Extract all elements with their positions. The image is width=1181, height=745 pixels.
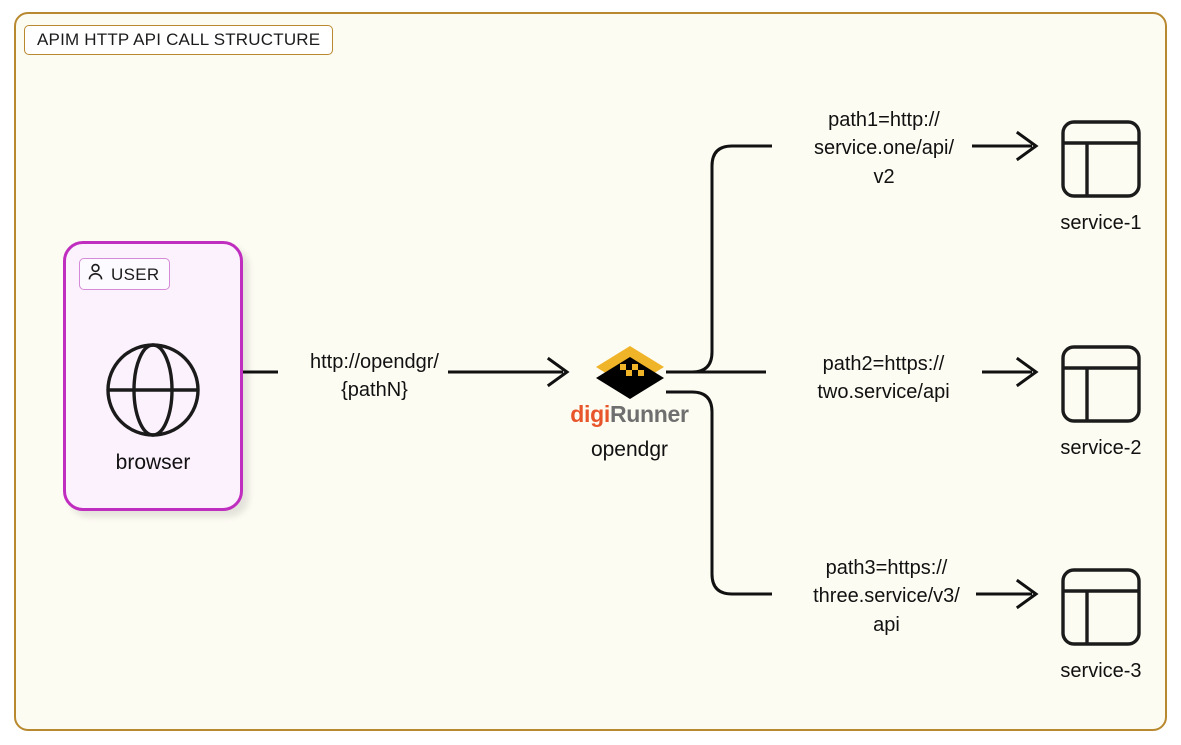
service-caption-1: service-1 bbox=[1060, 212, 1142, 234]
user-badge-label: USER bbox=[111, 264, 160, 284]
digirunner-logo-icon bbox=[552, 344, 707, 405]
service-caption-2: service-2 bbox=[1060, 437, 1142, 459]
edge-label-path3: path3=https:// three.service/v3/ api bbox=[813, 557, 960, 636]
service-node-3[interactable]: service-3 bbox=[1026, 567, 1176, 683]
user-browser-card[interactable]: USER browser bbox=[63, 241, 243, 511]
browser-caption: browser bbox=[115, 451, 191, 474]
gateway-caption: opendgr bbox=[590, 438, 669, 461]
globe-icon bbox=[104, 343, 202, 443]
service-layout-icon bbox=[1060, 120, 1142, 203]
user-badge: USER bbox=[79, 258, 171, 290]
browser-node: browser bbox=[66, 341, 240, 475]
diagram-frame: APIM HTTP API CALL STRUCTURE USER bbox=[14, 12, 1167, 731]
edge-label-main: http://opendgr/ {pathN} bbox=[310, 351, 439, 402]
service-caption-3: service-3 bbox=[1060, 660, 1142, 682]
gateway-node[interactable]: digiRunner opendgr bbox=[552, 344, 707, 462]
person-icon bbox=[87, 263, 104, 285]
edge-gateway-to-service-1 bbox=[666, 144, 772, 374]
gateway-wordmark: digiRunner bbox=[552, 403, 707, 426]
edge-label-path1: path1=http:// service.one/api/ v2 bbox=[813, 109, 955, 188]
diagram-title: APIM HTTP API CALL STRUCTURE bbox=[24, 25, 334, 55]
service-layout-icon bbox=[1060, 345, 1142, 428]
service-node-2[interactable]: service-2 bbox=[1026, 344, 1176, 460]
service-node-1[interactable]: service-1 bbox=[1026, 119, 1176, 235]
gateway-wordmark-secondary: Runner bbox=[609, 401, 689, 427]
edge-label-path2: path2=https:// two.service/api bbox=[817, 353, 950, 404]
service-layout-icon bbox=[1060, 568, 1142, 651]
gateway-wordmark-primary: digi bbox=[570, 401, 610, 427]
